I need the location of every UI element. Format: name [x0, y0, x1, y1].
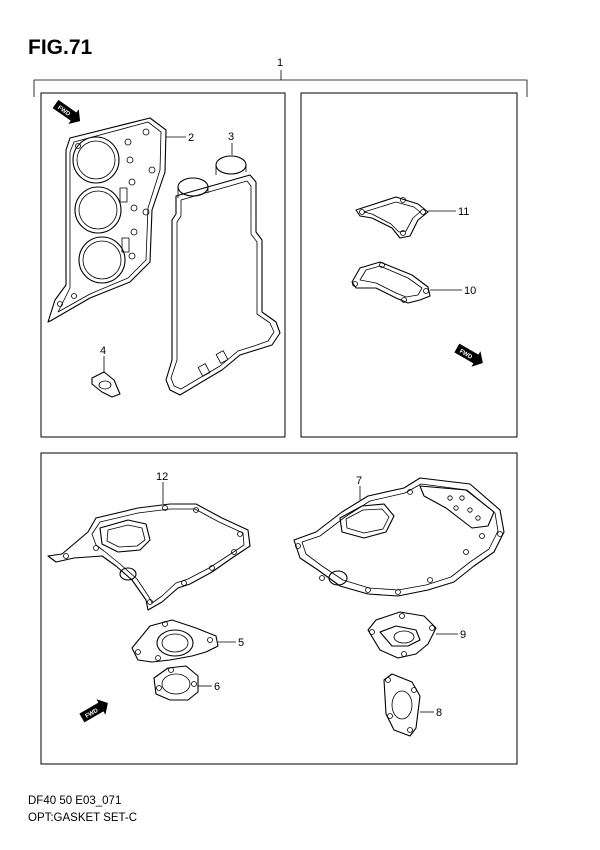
set-bracket: [33, 70, 528, 97]
gasket-7[interactable]: [293, 477, 505, 597]
callout-1[interactable]: 1: [277, 57, 283, 69]
gasket-8[interactable]: [383, 673, 421, 737]
callout-4[interactable]: 4: [100, 345, 106, 357]
callout-9[interactable]: 9: [460, 629, 466, 641]
callout-10[interactable]: 10: [464, 285, 476, 297]
fwd-arrow-icon: FWD: [52, 99, 81, 124]
gasket-10[interactable]: [351, 261, 431, 304]
figure-code: DF40 50 E03_071: [28, 795, 122, 807]
callout-3[interactable]: 3: [228, 131, 234, 143]
panel-top-left: [40, 92, 286, 438]
figure-name: OPT:GASKET SET-C: [28, 812, 138, 824]
callout-2[interactable]: 2: [188, 132, 194, 144]
panel-bottom: [40, 452, 518, 765]
gasket-11[interactable]: [355, 196, 429, 239]
cylinder-head-gasket[interactable]: [47, 117, 167, 323]
callout-11[interactable]: 11: [458, 206, 469, 218]
gasket-12[interactable]: [47, 503, 251, 611]
fwd-arrow-icon: FWD: [79, 699, 108, 723]
panel-top-right: [300, 92, 518, 438]
head-cover-gasket[interactable]: [165, 155, 281, 396]
callout-8[interactable]: 8: [436, 707, 442, 719]
callout-5[interactable]: 5: [238, 637, 244, 649]
gasket-6[interactable]: [153, 665, 199, 701]
figure-title: FIG.71: [28, 36, 93, 59]
callout-6[interactable]: 6: [214, 681, 220, 693]
gasket-5[interactable]: [131, 619, 219, 663]
gasket-9[interactable]: [367, 611, 437, 659]
fwd-arrow-icon: FWD: [454, 343, 483, 367]
small-gasket-4[interactable]: [91, 371, 121, 398]
callout-7[interactable]: 7: [356, 475, 362, 487]
callout-12[interactable]: 12: [156, 471, 168, 483]
